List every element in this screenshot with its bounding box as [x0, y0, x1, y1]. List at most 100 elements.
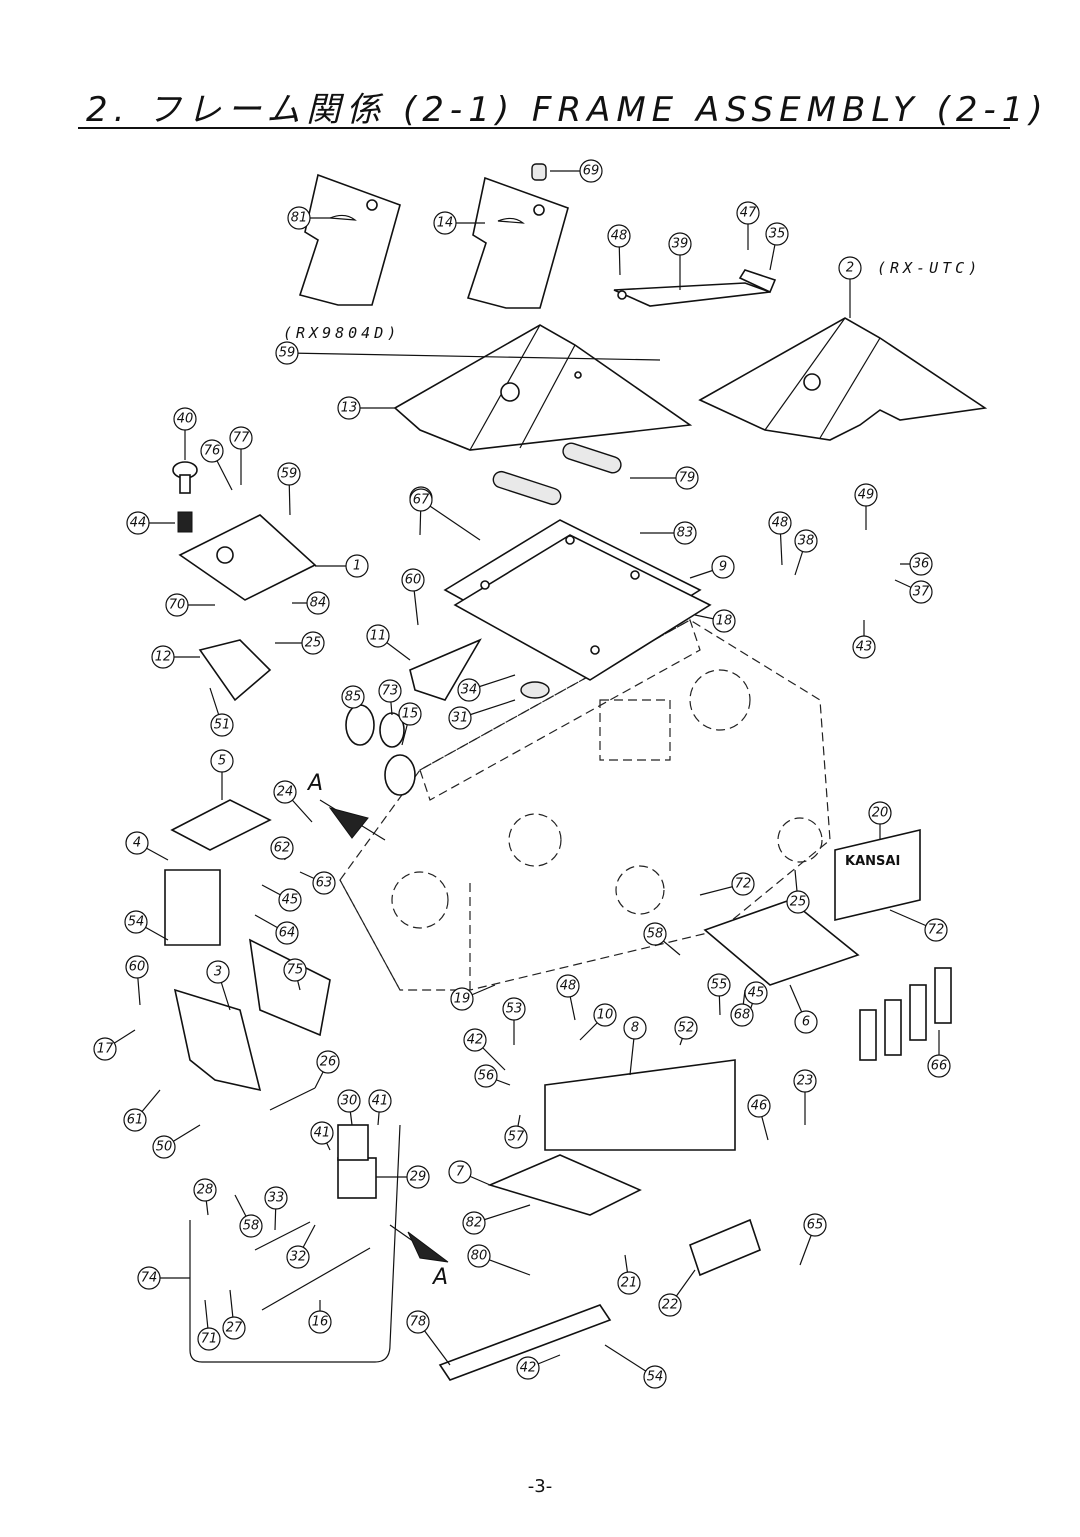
callout-circle — [337, 396, 361, 420]
callout-38: 38 — [794, 529, 818, 576]
callout-29: 29 — [376, 1165, 430, 1189]
callout-circle — [579, 159, 603, 183]
callout-number: 60 — [129, 960, 146, 975]
callout-24: 24 — [273, 780, 313, 823]
callout-number: 54 — [647, 1370, 664, 1385]
callout-circle — [173, 407, 197, 431]
callout-circle — [463, 1028, 487, 1052]
knob-40 — [172, 461, 198, 494]
bracket-11 — [409, 638, 482, 701]
callout-5: 5 — [210, 749, 234, 800]
callout-number: 75 — [287, 963, 304, 978]
callout-number: 38 — [798, 534, 815, 549]
callout-number: 5 — [218, 754, 226, 769]
callout-number: 42 — [520, 1361, 537, 1376]
callout-number: 28 — [197, 1183, 214, 1198]
callout-50: 50 — [152, 1124, 201, 1159]
callout-number: 9 — [719, 560, 727, 575]
callout-73: 73 — [378, 679, 402, 716]
callout-72: 72 — [889, 909, 948, 942]
callout-number: 24 — [277, 785, 294, 800]
callout-circle — [275, 341, 299, 365]
callout-circle — [277, 462, 301, 486]
callout-number: 61 — [127, 1113, 144, 1128]
callout-3: 3 — [206, 960, 231, 1011]
callout-circle — [474, 1064, 498, 1088]
callout-21: 21 — [617, 1254, 641, 1295]
cover-13 — [393, 324, 693, 451]
callout-number: 72 — [735, 877, 752, 892]
callout-number: 3 — [214, 965, 222, 980]
callout-number: 35 — [769, 227, 786, 242]
callout-83: 83 — [640, 521, 697, 545]
rod-16 — [261, 1247, 371, 1311]
callout-number: 39 — [672, 237, 689, 252]
callout-circle — [193, 1178, 217, 1202]
callout-circle — [306, 591, 330, 615]
callout-circle — [301, 631, 325, 655]
callout-43: 43 — [852, 620, 876, 659]
bar-7 — [487, 1154, 642, 1216]
callout-number: 81 — [291, 211, 308, 226]
callout-circle — [341, 685, 365, 709]
callout-36: 36 — [900, 552, 933, 576]
callout-number: 36 — [913, 557, 930, 572]
view-label-a-top: A — [306, 771, 323, 796]
callout-circle — [125, 831, 149, 855]
callout-circle — [707, 973, 731, 997]
callout-circle — [406, 1310, 430, 1334]
callout-number: 37 — [913, 585, 930, 600]
callout-circle — [448, 706, 472, 730]
view-arrow-bottom — [389, 1224, 449, 1263]
callout-78: 78 — [406, 1310, 451, 1366]
callout-circle — [674, 1016, 698, 1040]
callout-79: 79 — [630, 466, 699, 490]
callout-circle — [278, 888, 302, 912]
callout-number: 48 — [611, 229, 628, 244]
callout-circle — [711, 555, 735, 579]
callout-number: 34 — [461, 683, 478, 698]
callout-number: 80 — [471, 1249, 488, 1264]
callout-number: 57 — [508, 1130, 525, 1145]
callout-64: 64 — [254, 914, 299, 945]
callout-13: 13 — [337, 396, 395, 420]
callout-14: 14 — [433, 211, 485, 235]
bracket-39 — [613, 269, 777, 307]
callout-52: 52 — [674, 1016, 698, 1046]
callout-number: 51 — [214, 718, 231, 733]
callout-circle — [345, 554, 369, 578]
seal-84 — [345, 704, 375, 746]
callout-6: 6 — [789, 984, 818, 1034]
callout-circle — [210, 713, 234, 737]
callout-number: 20 — [872, 806, 889, 821]
callout-number: 23 — [797, 1074, 814, 1089]
callout-82: 82 — [462, 1204, 531, 1235]
callout-circle — [909, 580, 933, 604]
callout-circle — [593, 1003, 617, 1027]
callout-41: 41 — [310, 1121, 334, 1151]
callout-8: 8 — [623, 1016, 647, 1076]
callout-circle — [643, 1365, 667, 1389]
nameplate-20 — [834, 828, 921, 922]
callout-number: 50 — [156, 1140, 173, 1155]
callout-17: 17 — [93, 1029, 136, 1061]
callout-number: 59 — [281, 467, 298, 482]
block-29 — [337, 1157, 377, 1199]
callout-circle — [868, 801, 892, 825]
subassembly-73-boundary — [189, 1124, 401, 1363]
callout-15: 15 — [398, 702, 422, 746]
callout-circle — [765, 222, 789, 246]
callout-53: 53 — [502, 997, 526, 1045]
note-rx9804d: (RX9804D) — [283, 324, 400, 342]
callout-33: 33 — [264, 1186, 288, 1231]
callout-number: 47 — [740, 206, 757, 221]
callout-circle — [151, 645, 175, 669]
callout-number: 48 — [772, 516, 789, 531]
title-underline — [78, 127, 1010, 129]
callout-circle — [924, 918, 948, 942]
callout-number: 17 — [97, 1042, 114, 1057]
callout-58: 58 — [643, 922, 681, 956]
callout-number: 26 — [320, 1055, 337, 1070]
callout-number: 14 — [437, 216, 454, 231]
